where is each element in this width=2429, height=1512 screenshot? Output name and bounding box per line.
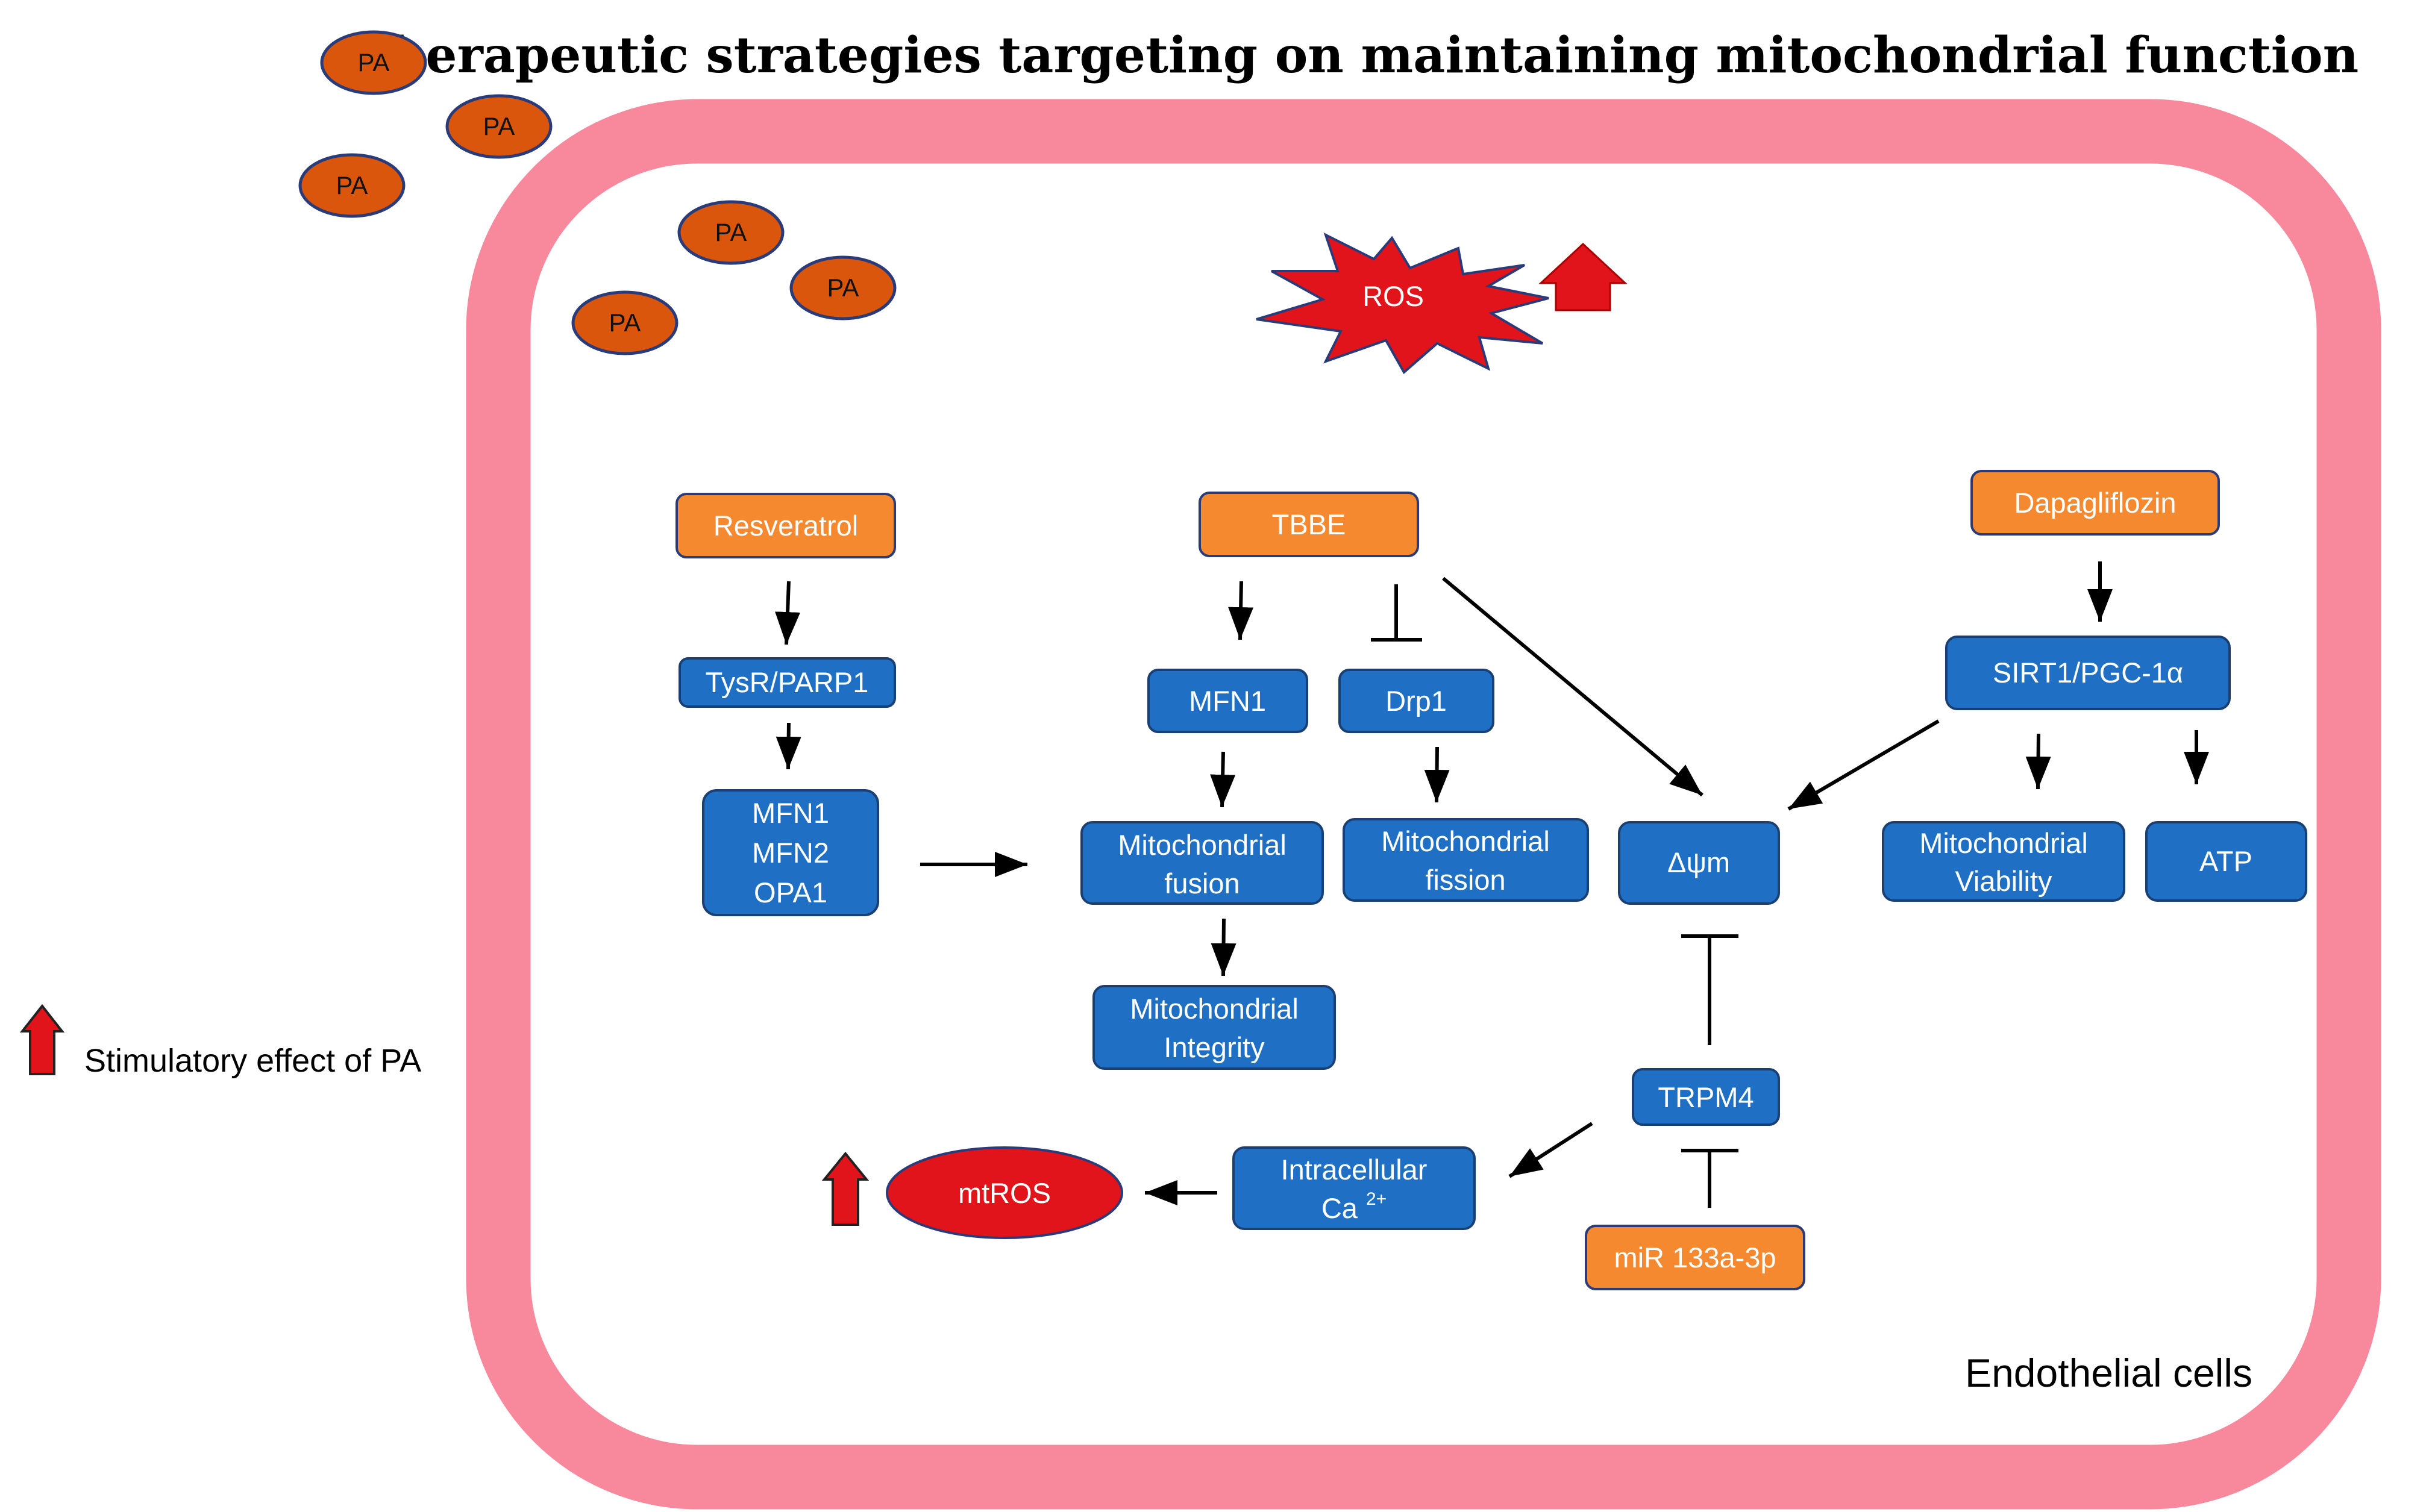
ros-burst-shape <box>1256 233 1549 375</box>
node-trpm4: TRPM4 <box>1632 1068 1780 1126</box>
node-delta-psi-m: Δψm <box>1618 821 1780 905</box>
node-tysr-parp1: TysR/PARP1 <box>679 657 896 708</box>
node-label: Mitochondrial <box>1130 993 1299 1025</box>
node-label: TRPM4 <box>1658 1081 1754 1113</box>
node-mfn1: MFN1 <box>1147 669 1308 733</box>
node-label: fusion <box>1164 867 1240 899</box>
pa-molecule: PA <box>445 94 553 159</box>
cell-label: Endothelial cells <box>1965 1351 2252 1395</box>
node-tbbe: TBBE <box>1199 492 1419 557</box>
edge-sirt1-dpsi <box>1787 719 1940 811</box>
node-label: Intracellular <box>1281 1154 1428 1186</box>
ros-increase-arrow-icon <box>1538 242 1628 311</box>
node-mitochondrial-fusion: Mitochondrial fusion <box>1080 821 1324 905</box>
node-sirt1-pgc1a: SIRT1/PGC-1α <box>1945 636 2231 710</box>
node-label: mtROS <box>958 1177 1051 1209</box>
node-dapagliflozin: Dapagliflozin <box>1970 470 2220 536</box>
node-mtros: mtROS <box>886 1146 1123 1239</box>
node-label: Mitochondrial <box>1118 829 1287 861</box>
node-label: TysR/PARP1 <box>706 666 869 698</box>
pa-label: PA <box>609 308 641 337</box>
pa-molecule: PA <box>571 290 679 355</box>
figure-title: Therapeutic strategies targeting on main… <box>353 27 2358 84</box>
ros-label: ROS <box>1362 280 1424 312</box>
node-label: TBBE <box>1272 508 1346 540</box>
node-label: fission <box>1425 864 1505 896</box>
pa-molecule: PA <box>789 255 897 320</box>
node-mfn-opa1: MFN1 MFN2 OPA1 <box>702 789 879 916</box>
pa-molecule: PA <box>320 30 427 95</box>
node-label: Mitochondrial <box>1919 827 2088 859</box>
edge-sirt1-viability <box>2025 733 2051 790</box>
node-label: MFN1 <box>752 797 829 829</box>
edge-mfn1-fusion <box>1210 751 1236 808</box>
node-label: Integrity <box>1164 1031 1265 1063</box>
node-label: MFN1 <box>1189 685 1266 717</box>
pa-molecule: PA <box>677 200 785 265</box>
pa-label: PA <box>483 112 515 140</box>
pa-molecules: PA PA PA PA PA PA <box>298 30 897 355</box>
mtros-increase-arrow-icon <box>821 1151 870 1226</box>
node-label: Viability <box>1955 865 2052 897</box>
node-mitochondrial-integrity: Mitochondrial Integrity <box>1092 985 1336 1070</box>
node-resveratrol: Resveratrol <box>675 493 896 558</box>
node-label: Dapagliflozin <box>2014 487 2176 519</box>
node-label: SIRT1/PGC-1α <box>1993 657 2183 689</box>
edge-tbbe-mfn1 <box>1228 581 1254 640</box>
edges <box>775 561 2209 1208</box>
node-label: miR 133a-3p <box>1614 1242 1776 1273</box>
pa-label: PA <box>715 218 747 246</box>
node-mir-133a-3p: miR 133a-3p <box>1585 1225 1805 1290</box>
node-mitochondrial-fission: Mitochondrial fission <box>1343 818 1589 902</box>
red-up-arrow-icon <box>19 1004 65 1075</box>
node-label: Drp1 <box>1385 685 1447 717</box>
edge-tbbe-dpsi <box>1442 576 1703 797</box>
edge-tysr-mfn <box>776 722 801 770</box>
node-label: MFN2 <box>752 837 829 869</box>
node-atp: ATP <box>2145 821 2307 902</box>
legend-text: Stimulatory effect of PA <box>84 1043 421 1079</box>
edge-trpm4-calcium <box>1508 1122 1593 1178</box>
node-label: Mitochondrial <box>1381 825 1550 857</box>
node-mitochondrial-viability: Mitochondrial Viability <box>1882 821 2125 902</box>
node-label: Resveratrol <box>713 510 858 542</box>
pa-molecule: PA <box>298 153 406 218</box>
ros-burst: ROS <box>1256 233 1549 375</box>
node-label: ATP <box>2199 845 2252 877</box>
cell-membrane <box>466 99 2381 1510</box>
pa-label: PA <box>827 273 859 302</box>
node-drp1: Drp1 <box>1338 669 1494 733</box>
node-label: Δψm <box>1667 846 1730 878</box>
pa-label: PA <box>336 171 368 199</box>
pa-label: PA <box>358 48 390 77</box>
node-label: OPA1 <box>754 876 827 908</box>
edge-fusion-integrity <box>1211 918 1236 976</box>
edge-resveratrol-tysr <box>775 581 801 645</box>
